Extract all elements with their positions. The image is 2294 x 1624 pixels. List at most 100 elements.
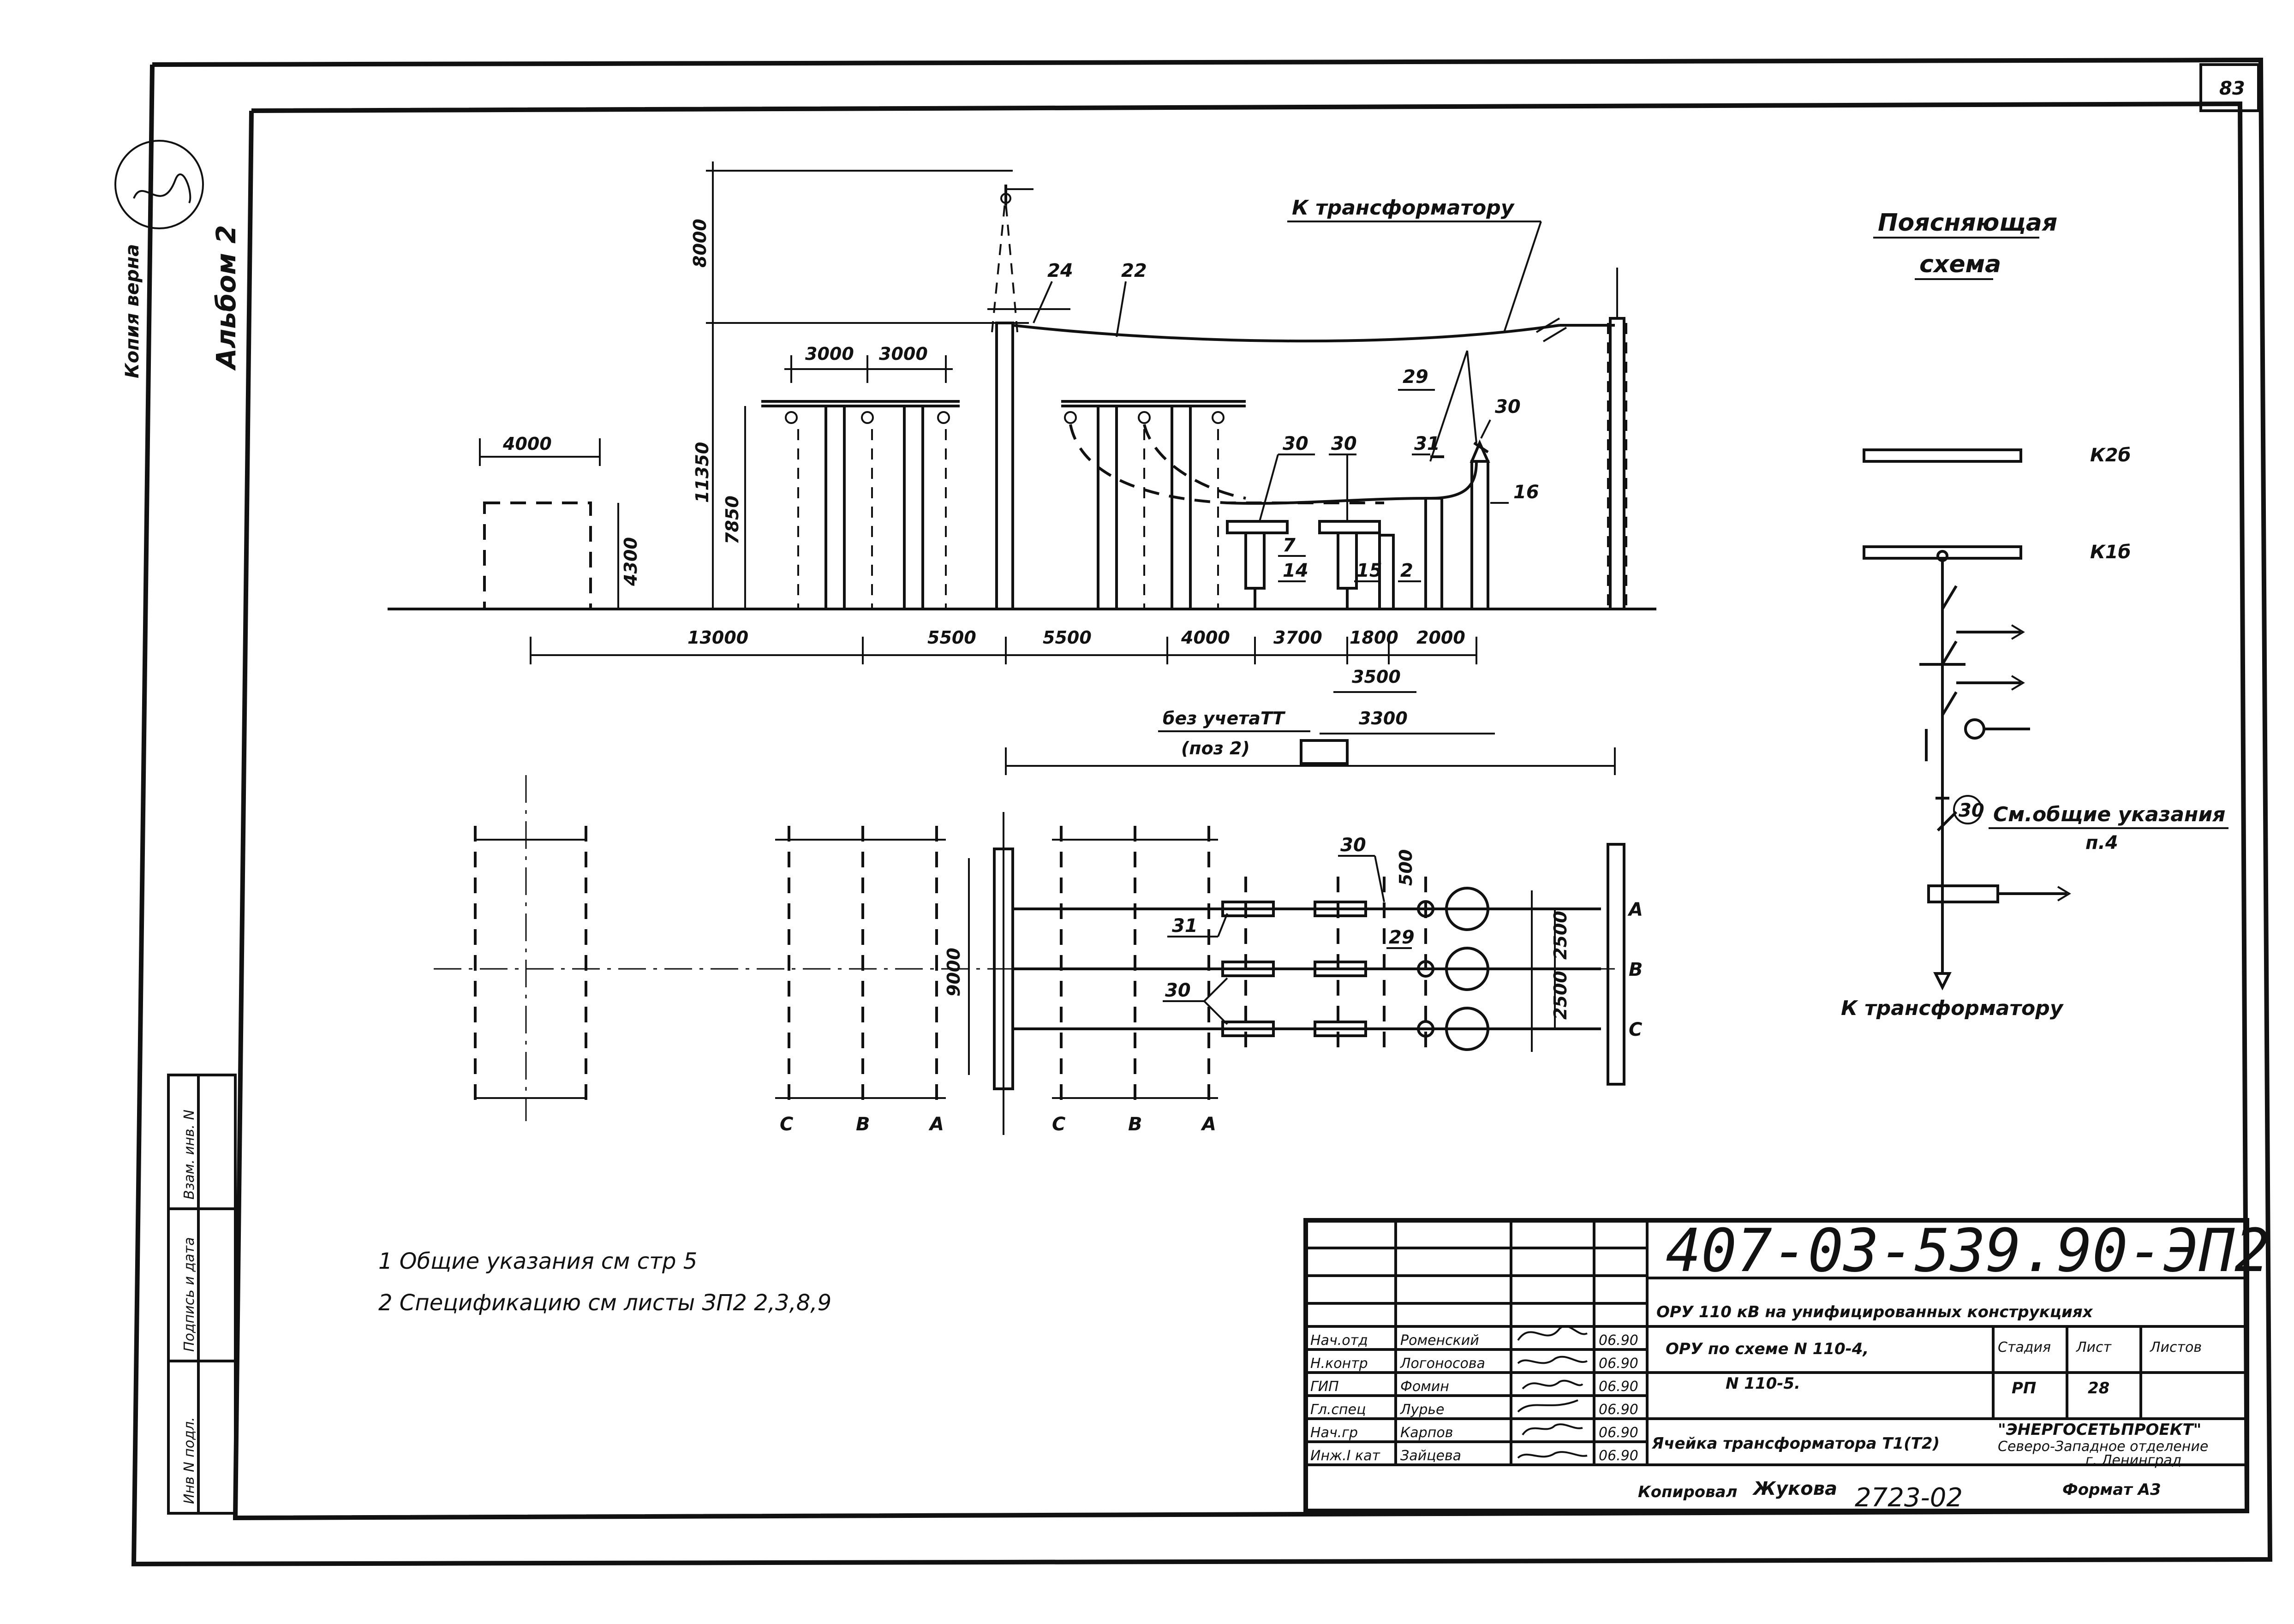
dim-3300: 3300 bbox=[1359, 708, 1408, 728]
name-3: Лурье bbox=[1400, 1402, 1445, 1418]
callout-30-a: 30 bbox=[1283, 433, 1308, 454]
stamp-columns: Инв N подл. Подпись и дата Взам. инв. N bbox=[167, 1074, 237, 1515]
role-5: Инж.I кат bbox=[1310, 1448, 1381, 1464]
callout-31: 31 bbox=[1414, 433, 1440, 454]
phase-right-b: В bbox=[1629, 959, 1643, 980]
note-2: 2 Спецификацию см листы ЗП2 2,3,8,9 bbox=[378, 1290, 831, 1316]
callout-15: 15 bbox=[1356, 560, 1382, 581]
dim-8000: 8000 bbox=[690, 219, 710, 268]
dim-5500-b: 5500 bbox=[1043, 627, 1092, 648]
scheme-to-transformer: К трансформатору bbox=[1841, 997, 2064, 1020]
dim-9000: 9000 bbox=[944, 948, 964, 997]
name-4: Карпов bbox=[1400, 1425, 1453, 1441]
copied-label: Копировал bbox=[1638, 1483, 1738, 1501]
signatures bbox=[1517, 1325, 1588, 1459]
scheme-title-line1: Поясняющая bbox=[1878, 209, 2057, 237]
role-4: Нач.гр bbox=[1310, 1425, 1358, 1441]
phase-mid-a: А bbox=[1201, 1114, 1216, 1135]
callout-24: 24 bbox=[1047, 260, 1073, 281]
stamp-sign-label: Подпись и дата bbox=[181, 1237, 197, 1352]
dim-3000-b: 3000 bbox=[879, 344, 928, 364]
busbar-k2b bbox=[1863, 448, 2022, 463]
dim-500: 500 bbox=[1396, 849, 1416, 886]
scheme-note-line2: п.4 bbox=[2085, 832, 2118, 854]
explanatory-scheme: Поясняющая схема К2б К1б 30 См.общие ука… bbox=[1841, 209, 2228, 1020]
drawing-code: 407-03-539.90-ЭП2 bbox=[1666, 1217, 2270, 1285]
copy-label: Копия верна bbox=[122, 244, 143, 378]
dim-2500-a: 2500 bbox=[1550, 911, 1571, 960]
format-label: Формат А3 bbox=[2062, 1481, 2161, 1499]
callout-7: 7 bbox=[1283, 535, 1296, 556]
role-1: Н.контр bbox=[1310, 1355, 1368, 1372]
dim-4000-top: 4000 bbox=[502, 434, 552, 454]
org-line2: Северо-Западное отделение bbox=[1998, 1439, 2208, 1455]
date-0: 06.90 bbox=[1599, 1332, 1638, 1349]
elevation-view: 4000 4300 3000 3000 7850 bbox=[388, 161, 1656, 775]
equipment-group: 29 30 16 30 30 31 7 14 15 2 bbox=[1226, 350, 1539, 610]
subtitle-line2: N 110-5. bbox=[1726, 1374, 1800, 1393]
phase-left-a: А bbox=[928, 1114, 944, 1135]
busbar-k1b-label: К1б bbox=[2090, 542, 2131, 563]
date-2: 06.90 bbox=[1599, 1379, 1638, 1395]
dim-3000-a: 3000 bbox=[805, 344, 854, 364]
copy-info: Копировал Жукова 2723-02 Формат А3 bbox=[1638, 1478, 2161, 1513]
role-2: ГИП bbox=[1310, 1379, 1339, 1395]
org-line1: "ЭНЕРГОСЕТЬПРОЕКТ" bbox=[1998, 1421, 2201, 1439]
date-1: 06.90 bbox=[1599, 1355, 1638, 1372]
phase-left-c: С bbox=[780, 1114, 793, 1135]
callout-22: 22 bbox=[1121, 260, 1147, 281]
project-title: ОРУ 110 кВ на унифицированных конструкци… bbox=[1656, 1303, 2093, 1321]
sheet-frame: 83 bbox=[131, 57, 2273, 1567]
sheet-header: Лист bbox=[2076, 1339, 2112, 1355]
note-1: 1 Общие указания см стр 5 bbox=[378, 1248, 697, 1274]
stamp-inv-label: Инв N подл. bbox=[181, 1417, 197, 1504]
name-0: Роменский bbox=[1400, 1332, 1479, 1349]
callout-2: 2 bbox=[1400, 560, 1413, 581]
phase-mid-c: С bbox=[1052, 1114, 1065, 1135]
scheme-title-line2: схема bbox=[1919, 251, 2001, 278]
org-line3: г. Ленинград bbox=[2085, 1452, 2182, 1469]
stage-header: Стадия bbox=[1998, 1339, 2051, 1355]
dim-1800: 1800 bbox=[1350, 627, 1398, 648]
scheme-note-line1: См.общие указания bbox=[1993, 803, 2226, 826]
album-label: Альбом 2 bbox=[210, 225, 242, 371]
sheet-title: Ячейка трансформатора Т1(Т2) bbox=[1651, 1434, 1940, 1453]
copied-name: Жукова bbox=[1752, 1478, 1837, 1499]
callout-14: 14 bbox=[1283, 560, 1308, 581]
plan-portal: С В А bbox=[1052, 826, 1218, 1135]
label-to-transformer-top: К трансформатору bbox=[1292, 196, 1515, 220]
general-notes: 1 Общие указания см стр 5 2 Спецификацию… bbox=[378, 1248, 831, 1316]
sheets-header: Листов bbox=[2150, 1339, 2202, 1355]
plan-gantry-left: 9000 bbox=[944, 812, 1014, 1135]
left-portal: 3000 3000 7850 bbox=[722, 344, 960, 609]
phase-right-a: А bbox=[1627, 899, 1643, 920]
dim-7850: 7850 bbox=[722, 496, 742, 544]
name-1: Логоносова bbox=[1400, 1355, 1485, 1372]
dim-3500: 3500 bbox=[1352, 667, 1401, 687]
date-4: 06.90 bbox=[1599, 1425, 1638, 1441]
dim-4000-bottom: 4000 bbox=[1181, 627, 1230, 648]
role-3: Гл.спец bbox=[1310, 1402, 1366, 1418]
dim-3700: 3700 bbox=[1273, 627, 1322, 648]
stage-value: РП bbox=[2012, 1379, 2036, 1397]
elevation-dimension-chain: 13000 5500 5500 4000 3700 1800 2000 3500… bbox=[530, 627, 1616, 775]
stamp-repl-label: Взам. инв. N bbox=[181, 1110, 197, 1200]
plan-middle-bay: С В А bbox=[775, 826, 946, 1135]
plan-callout-30-top: 30 bbox=[1340, 835, 1366, 856]
middle-portal bbox=[1061, 400, 1384, 609]
ct-note-line1: без учетаТТ bbox=[1163, 708, 1286, 728]
phase-left-b: В bbox=[856, 1114, 870, 1135]
dim-5500-a: 5500 bbox=[927, 627, 976, 648]
subtitle-line1: ОРУ по схеме N 110-4, bbox=[1666, 1340, 1869, 1358]
ct-note-line2: (поз 2) bbox=[1181, 738, 1250, 758]
dim-11350: 11350 bbox=[692, 442, 712, 503]
dim-2000: 2000 bbox=[1416, 627, 1465, 648]
plan-left-bay bbox=[474, 826, 587, 1107]
left-margin: Копия верна Альбом 2 Инв N подл. Подпись… bbox=[114, 140, 242, 1515]
phase-mid-b: В bbox=[1128, 1114, 1142, 1135]
sheet-value: 28 bbox=[2088, 1379, 2109, 1397]
plan-callout-29: 29 bbox=[1389, 927, 1415, 948]
plan-conductors bbox=[1013, 877, 1601, 1057]
busbar-k2b-label: К2б bbox=[2090, 445, 2131, 466]
